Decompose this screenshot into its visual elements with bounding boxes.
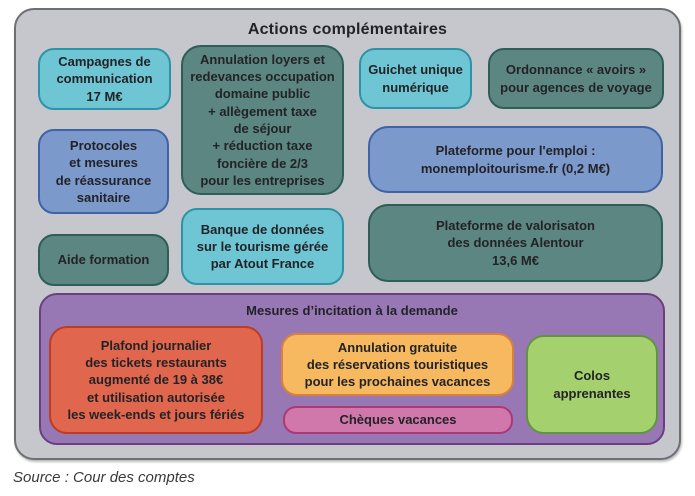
box-aide-formation: Aide formation [38,234,169,286]
box-plafond-tickets-restaurants: Plafond journalier des tickets restauran… [49,326,263,434]
box-ordonnance-avoirs: Ordonnance « avoirs » pour agences de vo… [488,48,664,109]
box-colos-apprenantes: Colos apprenantes [526,335,658,434]
box-plateforme-valorisation-alentour: Plateforme de valorisaton des données Al… [368,204,663,282]
mesures-incitation-title: Mesures d’incitation à la demande [246,303,458,318]
box-banque-donnees-tourisme: Banque de données sur le tourisme gérée … [181,208,344,285]
actions-complementaires-panel: Actions complémentaires Campagnes de com… [14,8,681,460]
source-caption: Source : Cour des comptes [13,469,195,486]
box-guichet-unique: Guichet unique numérique [359,48,472,109]
diagram-title: Actions complémentaires [247,21,448,38]
box-cheques-vacances: Chèques vacances [283,406,513,434]
mesures-incitation-group: Mesures d’incitation à la demande Plafon… [39,293,665,445]
box-annulation-gratuite-reservations: Annulation gratuite des réservations tou… [281,333,514,396]
box-campagnes-communication: Campagnes de communication 17 M€ [38,48,171,110]
box-protocoles-reassurance: Protocoles et mesures de réassurance san… [38,129,169,214]
box-annulation-loyers: Annulation loyers et redevances occupati… [181,45,344,195]
box-plateforme-emploi: Plateforme pour l'emploi : monemploitour… [368,126,663,193]
